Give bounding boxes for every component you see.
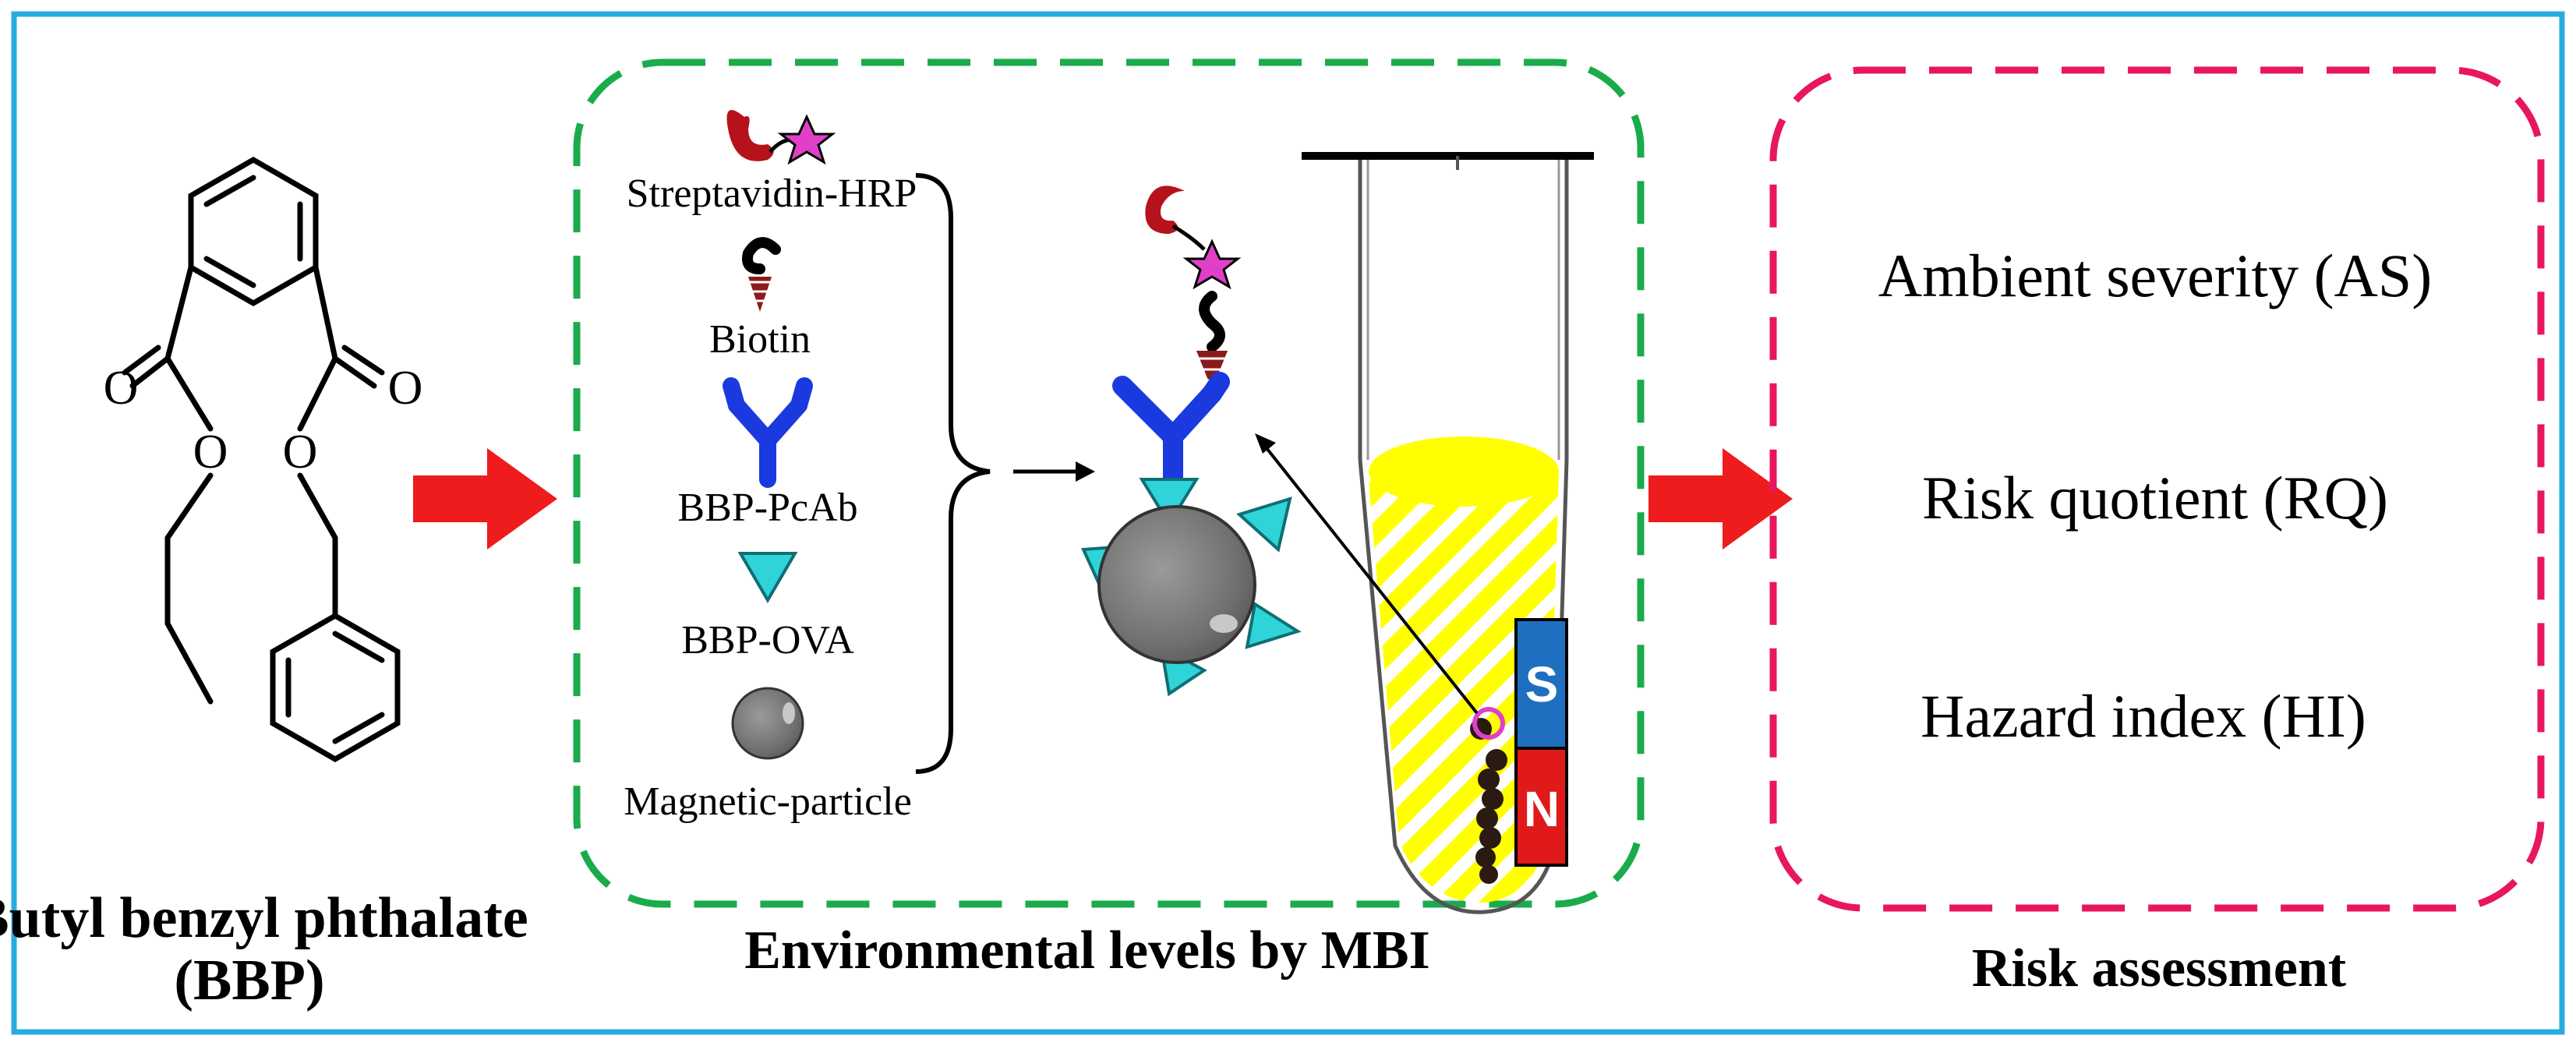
zoom-arrow-head [1255, 433, 1276, 454]
legend-streptavidin-hrp: Streptavidin-HRP [627, 171, 917, 216]
magnet-north-label: N [1524, 781, 1560, 837]
arrow-right-2 [1648, 448, 1793, 550]
risk-item-hi: Hazard index (HI) [1921, 682, 2366, 750]
legend-bbp-pcab: BBP-PcAb [677, 486, 857, 530]
mbi-caption: Environmental levels by MBI [744, 921, 1430, 981]
legend-magnetic-particle: Magnetic-particle [624, 779, 912, 824]
antigen-triangle-icon [737, 552, 798, 603]
arrow-right-1 [413, 448, 557, 550]
atom-label-o1: O [104, 362, 139, 415]
assembled-complex [1080, 186, 1302, 697]
molecule-abbrev: (BBP) [174, 949, 324, 1012]
risk-caption: Risk assessment [1972, 938, 2346, 998]
biotin-icon [742, 237, 781, 312]
risk-item-rq: Risk quotient (RQ) [1922, 464, 2388, 532]
streptavidin-hrp-icon [726, 110, 836, 165]
risk-panel-border [1769, 66, 2545, 912]
outer-border [11, 11, 2565, 1035]
atom-label-o2: O [193, 426, 228, 479]
mbi-panel-border [573, 58, 1645, 908]
tube [1302, 152, 1594, 914]
zoom-arrow-line [1265, 447, 1479, 715]
risk-item-as: Ambient severity (AS) [1878, 242, 2433, 309]
magnetic-particle-icon [731, 687, 804, 760]
legend-bbp-ova: BBP-OVA [681, 618, 854, 663]
atom-label-o4: O [388, 362, 423, 415]
bbp-structure [122, 156, 401, 763]
legend-biotin: Biotin [709, 317, 811, 362]
magnet [1514, 618, 1568, 867]
atom-label-o3: O [283, 426, 318, 479]
brace-arrow-head [1076, 461, 1095, 482]
antibody-icon [723, 377, 813, 488]
legend-brace [915, 173, 991, 774]
molecule-name: Butyl benzyl phthalate [0, 886, 528, 950]
magnet-south-label: S [1525, 656, 1559, 712]
